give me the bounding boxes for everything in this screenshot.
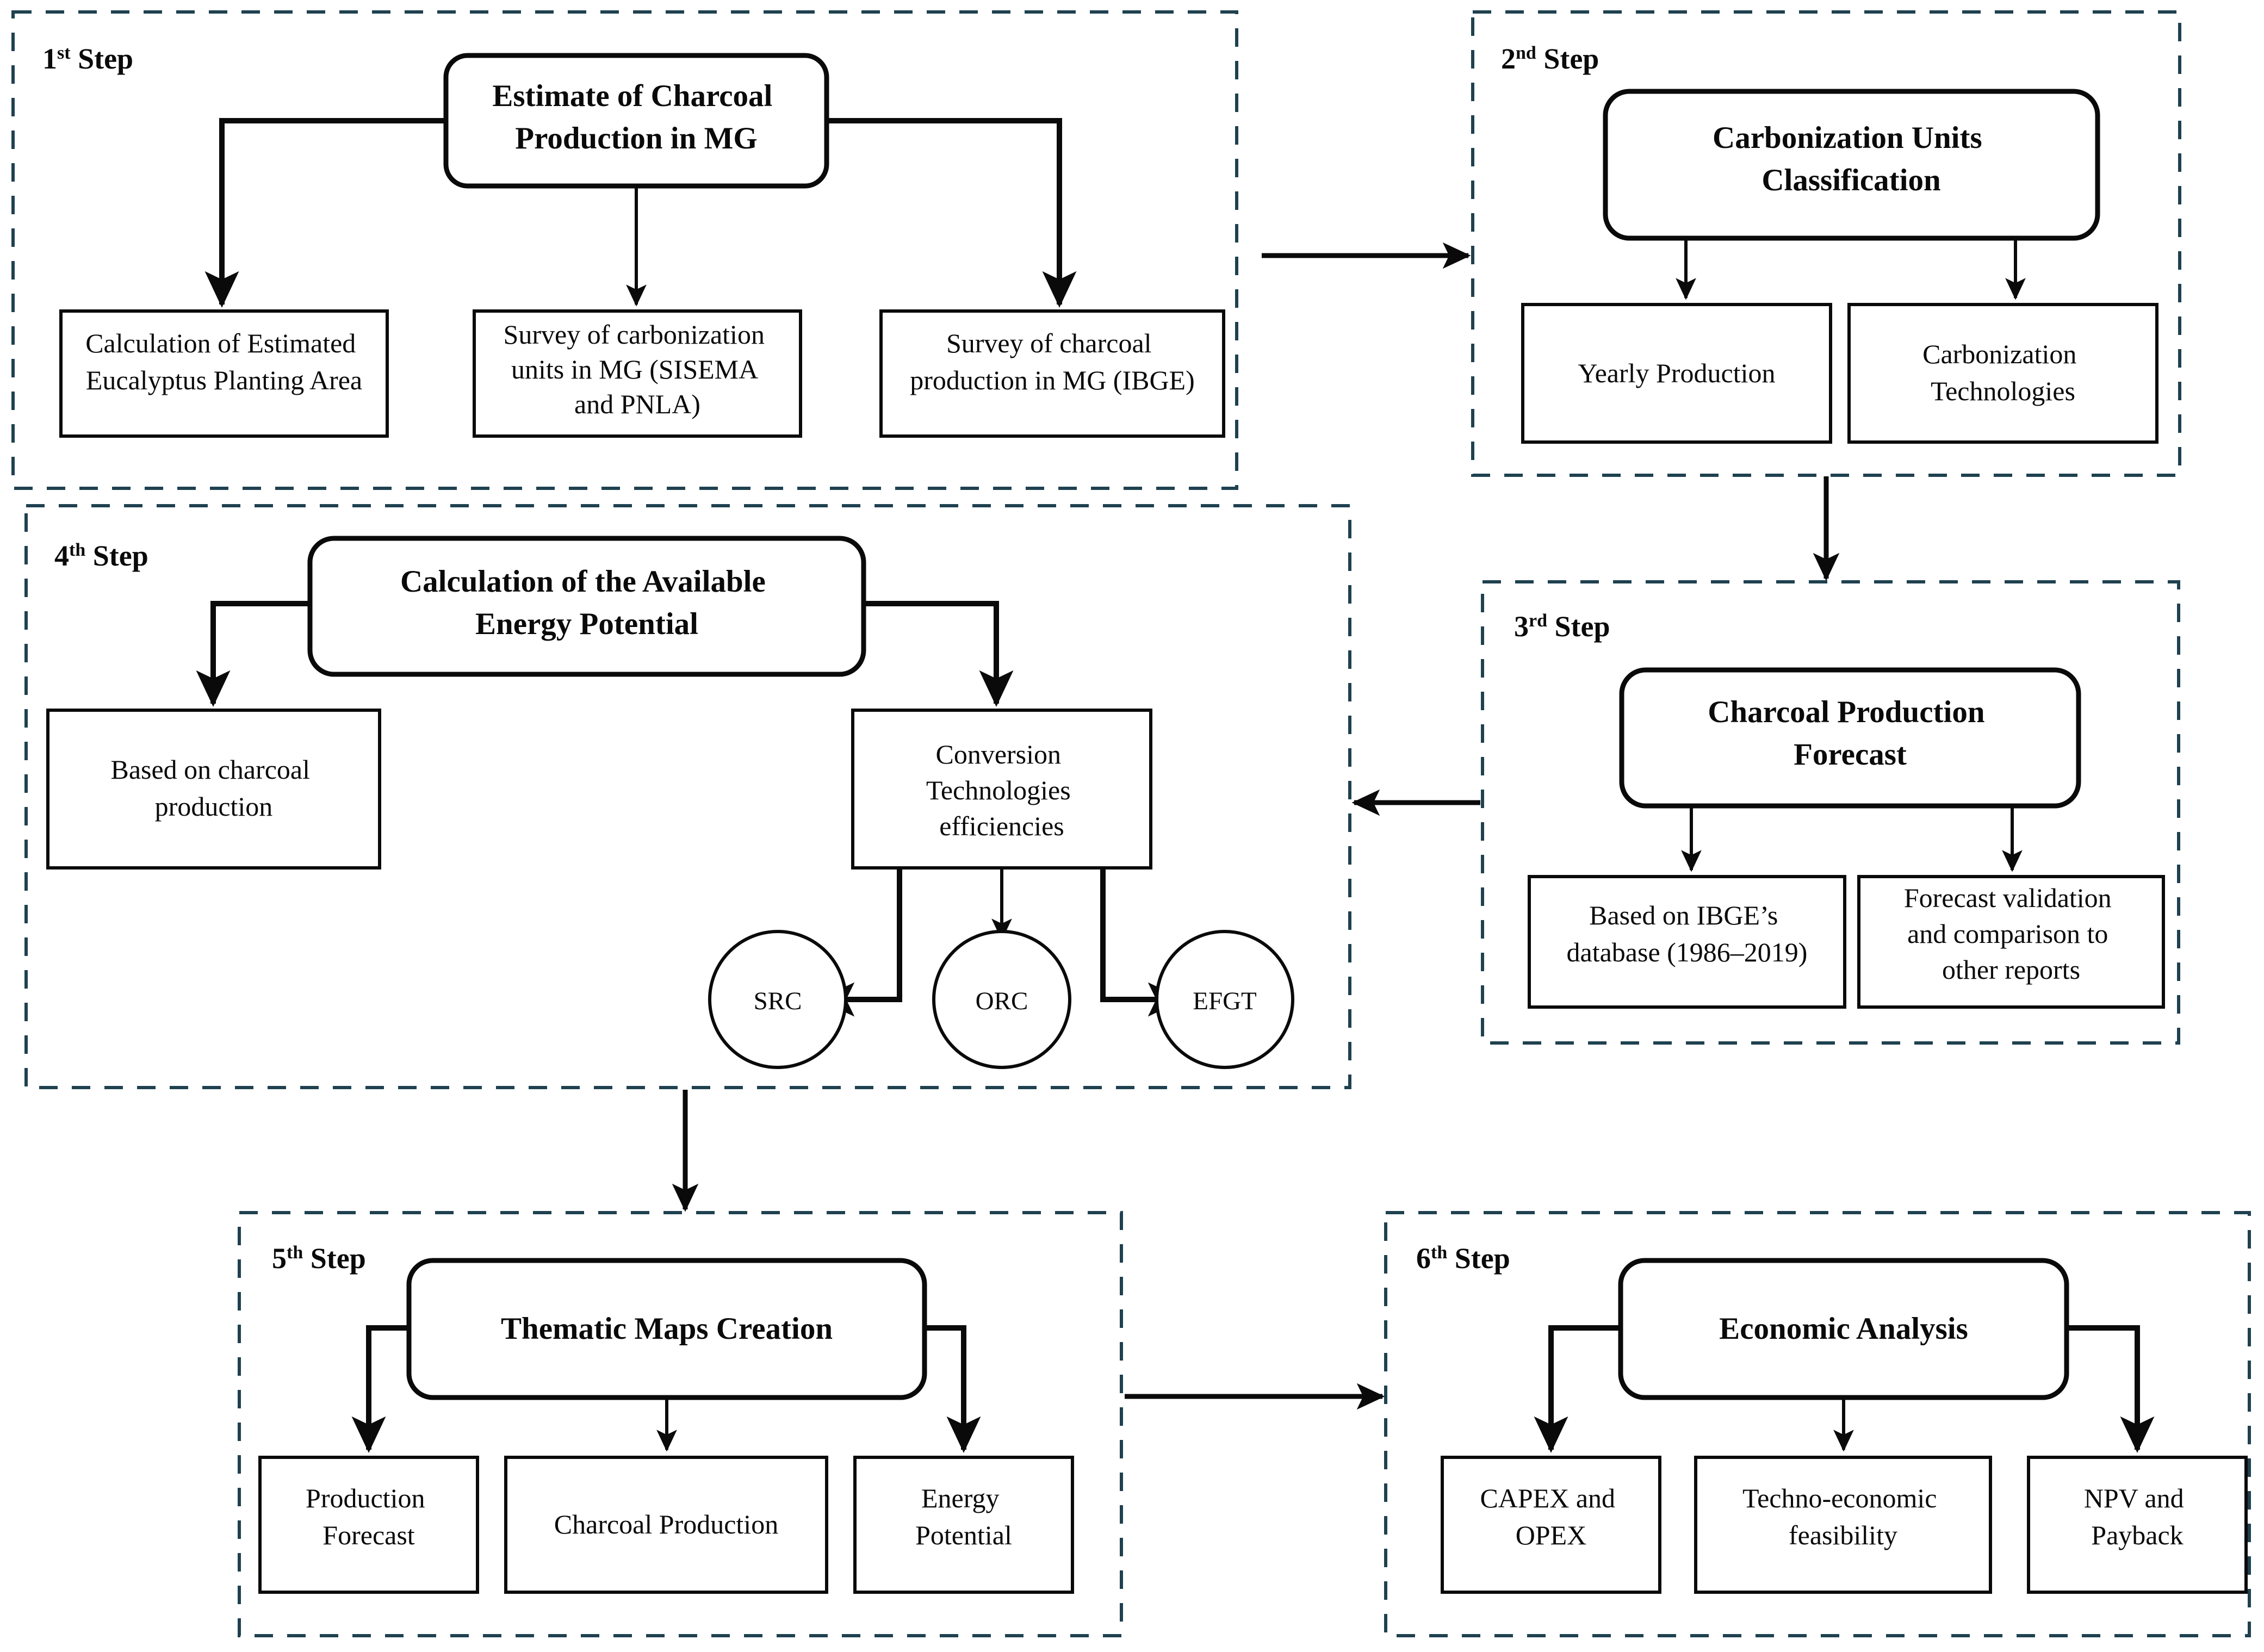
step-3-label: 3rd Step [1514,610,1610,643]
step-6-group: 6th Step Economic Analysis CAPEX and OPE… [1384,1211,2251,1637]
step-4-label: 4th Step [54,539,148,572]
step-5-link-left [351,1325,409,1453]
step-2-child-box-2[interactable] [1847,303,2158,444]
step-5-child-text-3: Energy Potential [915,1483,1012,1550]
step-6-frame [1384,1211,2251,1637]
step-5-link-right [925,1325,981,1453]
step-2-group: 2nd Step Carbonization Units Classificat… [1471,10,2181,477]
step-3-child-box-2[interactable] [1857,875,2165,1009]
step-2-child-text-2: Carbonization Technologies [1922,339,2083,406]
step-4-child-text-1: Based on charcoal production [110,754,317,822]
step-3-child-text-1: Based on IBGE’s database (1986–2019) [1567,900,1808,967]
step-5-child-box-1[interactable] [258,1456,479,1594]
step-5-group: 5th Step Thematic Maps Creation Producti… [238,1211,1123,1637]
step-5-child-box-3[interactable] [853,1456,1074,1594]
step-5-child-text-2: Charcoal Production [554,1509,778,1539]
step-1-label: 1st Step [42,42,133,75]
step-4-head-box[interactable] [307,536,866,677]
step-6-child-box-1[interactable] [1441,1456,1661,1594]
step-3-frame [1481,580,2180,1045]
step-6-link-right [2067,1325,2155,1453]
step-2-head-text: Carbonization Units Classification [1713,121,1990,197]
step-4-frame [24,504,1351,1089]
step-1-head-text: Estimate of Charcoal Production in MG [492,79,780,156]
inter-step-connectors [672,242,1840,1410]
step-1-link-left [204,118,446,308]
step-3-head-box[interactable] [1619,667,2081,809]
step-5-frame [238,1211,1123,1637]
step-4-circle-efgt[interactable] [1155,930,1294,1069]
step-4-child-box-1[interactable] [46,709,381,870]
step-1-child-text-1: Calculation of Estimated Eucalyptus Plan… [85,328,363,395]
step-1-group: 1st Step Estimate of Charcoal Production… [11,10,1238,490]
step-6-child-box-2[interactable] [1694,1456,1992,1594]
step-6-label: 6th Step [1416,1242,1510,1275]
step-4-circle-orc[interactable] [932,930,1071,1069]
step-4-group: 4th Step Calculation of the Available En… [24,504,1351,1089]
step-5-label: 5th Step [272,1242,366,1275]
step-6-child-text-2: Techno-economic feasibility [1742,1483,1944,1550]
step-4-circle-label-orc: ORC [976,987,1028,1015]
step-4-head-text: Calculation of the Available Energy Pote… [400,564,773,641]
step-5-child-box-2[interactable] [504,1456,828,1594]
step-3-group: 3rd Step Charcoal Production Forecast Ba… [1481,580,2180,1045]
step-3-head-text: Charcoal Production Forecast [1708,695,1993,772]
step-4-circle-label-efgt: EFGT [1193,987,1257,1015]
step-4-child-box-2[interactable] [851,709,1152,870]
step-3-child-text-2: Forecast validation and comparison to ot… [1904,883,2118,985]
step-5-head-text: Thematic Maps Creation [501,1312,833,1346]
step-6-child-text-3: NPV and Payback [2084,1483,2191,1550]
step-6-child-box-3[interactable] [2027,1456,2248,1594]
step-3-child-box-1[interactable] [1528,875,1846,1009]
step-1-child-box-1[interactable] [59,309,389,438]
step-1-head-box[interactable] [443,53,829,189]
step-1-child-text-2: Survey of carbonization units in MG (SIS… [504,319,772,419]
step-1-child-box-3[interactable] [879,309,1225,438]
step-2-child-text-1: Yearly Production [1578,358,1776,388]
step-4-child-text-2: Conversion Technologies efficiencies [926,739,1077,841]
step-4-circle-src[interactable] [708,930,847,1069]
step-6-link-left [1534,1325,1621,1453]
step-2-label: 2nd Step [1501,42,1599,75]
step-1-child-text-3: Survey of charcoal production in MG (IBG… [910,328,1195,395]
step-4-link-left [196,601,310,707]
step-2-child-box-1[interactable] [1521,303,1832,444]
step-4-link-right [864,601,1014,707]
step-6-child-text-1: CAPEX and OPEX [1480,1483,1622,1550]
step-1-child-box-2[interactable] [473,309,802,438]
step-6-head-text: Economic Analysis [1719,1312,1968,1346]
step-4-circle-label-src: SRC [754,987,802,1015]
step-2-head-box[interactable] [1603,89,2100,241]
step-5-child-text-1: Production Forecast [306,1483,432,1550]
step-1-link-right [827,118,1077,308]
